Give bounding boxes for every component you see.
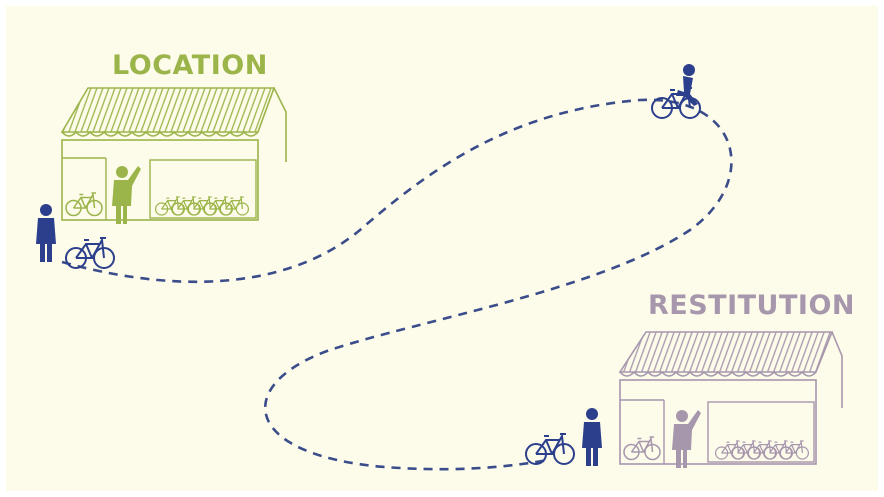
customer-start-person-icon bbox=[36, 204, 56, 262]
diagram-background bbox=[6, 6, 878, 491]
customer-end-person-icon bbox=[582, 408, 602, 466]
location-shop bbox=[60, 87, 287, 221]
customer-start-bicycle-icon bbox=[65, 237, 115, 269]
customer-end-bicycle-icon bbox=[525, 433, 575, 465]
restitution-shop bbox=[618, 331, 843, 465]
shop-clerk-location-icon bbox=[112, 166, 141, 224]
cyclist-icon bbox=[651, 64, 701, 119]
shop-clerk-restitution-icon bbox=[672, 410, 701, 468]
location-label: LOCATION bbox=[112, 50, 268, 81]
route-path bbox=[61, 98, 733, 471]
restitution-label: RESTITUTION bbox=[648, 290, 855, 321]
